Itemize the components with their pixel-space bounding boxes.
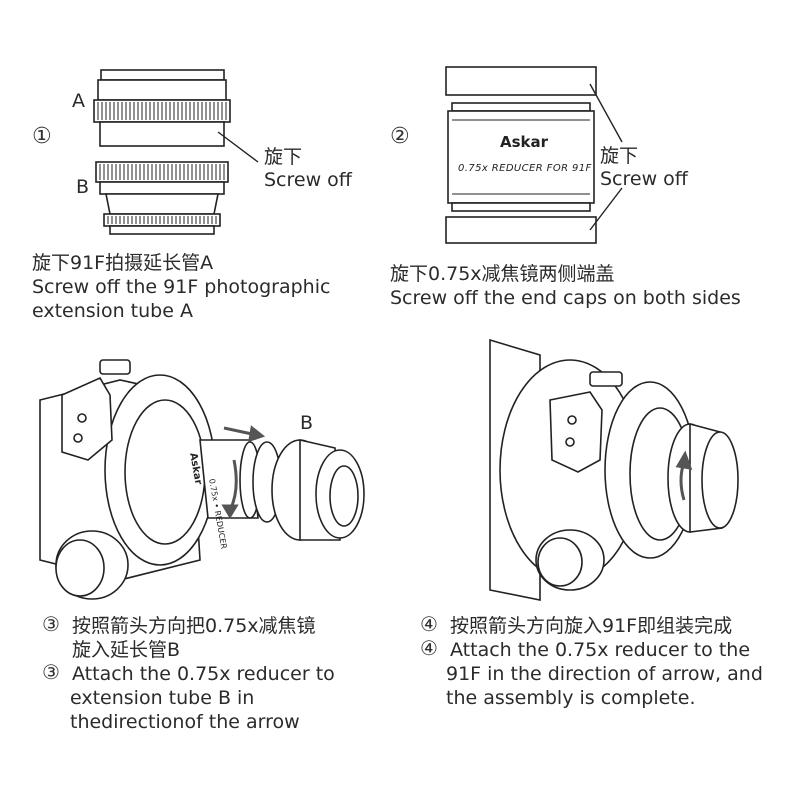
- reducer-brand-logo: Askar: [500, 133, 549, 151]
- part-a-label: A: [72, 90, 85, 112]
- step4-number-cn: ④: [420, 612, 438, 636]
- tube-a-body-bottom: [99, 121, 225, 147]
- focus-knob-face: [55, 539, 105, 597]
- bottom-end-cap: [445, 216, 597, 244]
- tube-a-knurl: [93, 99, 231, 123]
- reducer-body: [447, 110, 595, 204]
- step2-caption-cn: 旋下0.75x减焦镜两侧端盖: [390, 263, 615, 285]
- step3-caption-cn-1: 按照箭头方向把0.75x减焦镜: [72, 615, 316, 637]
- tube-b-knurl-ring: [271, 439, 329, 541]
- step3-caption-en-3: thedirectionof the arrow: [70, 711, 300, 733]
- telescope-dovetail: [489, 338, 541, 601]
- telescope-flange-inner: [629, 407, 691, 541]
- telescope-body-rear: [499, 359, 641, 581]
- step2-caption-en: Screw off the end caps on both sides: [390, 287, 741, 309]
- step1-caption-cn: 旋下91F拍摄延长管A: [32, 252, 214, 274]
- tube-b-body: [99, 181, 225, 195]
- reducer-top-rim: [451, 102, 591, 112]
- telescope-flange: [604, 381, 696, 559]
- step1-callout-cn: 旋下: [264, 146, 303, 168]
- reducer-ring: [252, 441, 282, 523]
- bracket-hole-1: [77, 413, 87, 423]
- tube-b-base: [109, 225, 215, 235]
- step1-callout-en: Screw off: [264, 169, 352, 191]
- step2-callout-en: Screw off: [600, 168, 688, 190]
- focus-knob: [535, 529, 605, 591]
- step1-number: ①: [32, 124, 52, 149]
- top-end-cap: [445, 66, 597, 96]
- reducer-product-label: 0.75x REDUCER FOR 91F: [458, 163, 592, 174]
- step3-part-b-label: B: [300, 412, 314, 434]
- step1-caption-en-2: extension tube A: [32, 300, 193, 322]
- reducer-bottom-rim: [451, 202, 591, 212]
- step3-caption-en-2: extension tube B in: [70, 687, 255, 709]
- step2-number: ②: [390, 124, 410, 149]
- step1-caption-en-1: Screw off the 91F photographic: [32, 276, 331, 298]
- step4-number-en: ④: [420, 636, 438, 660]
- tube-a-top-ring: [100, 69, 225, 81]
- step4-caption-en-1: Attach the 0.75x reducer to the: [450, 639, 751, 661]
- tube-a-body-top: [97, 79, 227, 101]
- tube-b-end: [315, 449, 365, 539]
- part-b-label: B: [76, 176, 90, 198]
- tube-b-thread: [103, 213, 221, 227]
- step4-caption-cn: 按照箭头方向旋入91F即组装完成: [450, 615, 733, 637]
- focus-knob: [55, 530, 129, 600]
- step4-caption-en-2: 91F in the direction of arrow, and: [446, 663, 763, 685]
- step3-number-cn: ③: [42, 612, 60, 636]
- telescope-body: [39, 379, 201, 581]
- bracket-hole-2: [73, 433, 83, 443]
- step4-caption-en-3: the assembly is complete.: [446, 687, 696, 709]
- attached-tube-ring: [667, 423, 713, 533]
- tube-b-taper: [105, 193, 219, 215]
- step3-caption-en-1: Attach the 0.75x reducer to: [72, 663, 335, 685]
- step3-reducer-brand: Askar: [187, 452, 204, 486]
- bracket-screw: [99, 359, 131, 375]
- finder-bracket: [61, 376, 113, 461]
- step3-caption-cn-2: 旋入延长管B: [72, 639, 181, 661]
- tube-b-knurl: [95, 161, 229, 183]
- finder-bracket: [549, 391, 603, 473]
- attached-tube-end: [701, 431, 739, 529]
- step3-reducer-label: 0.75x • REDUCER: [207, 478, 229, 550]
- step3-number-en: ③: [42, 660, 60, 684]
- bracket-screw: [589, 371, 623, 387]
- step2-callout-cn: 旋下: [600, 145, 639, 167]
